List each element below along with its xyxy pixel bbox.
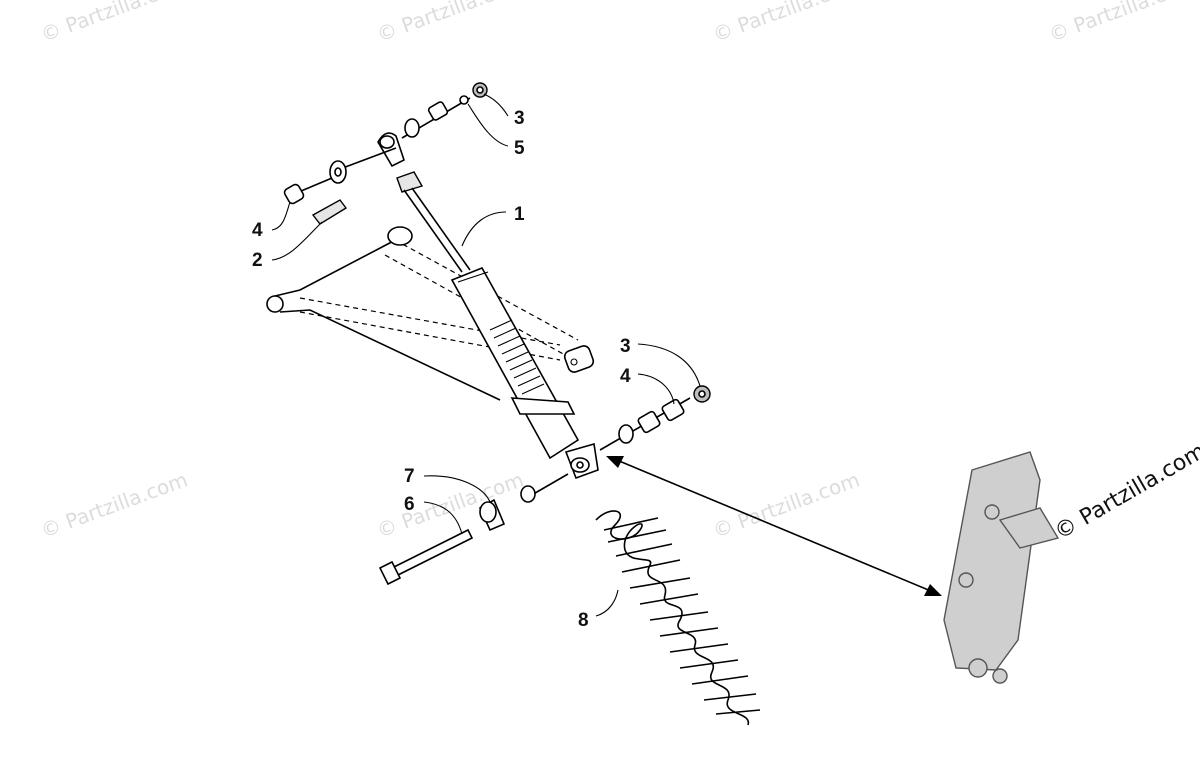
callout-labels: 1 2 3 3 4 4 5 6 7 8: [252, 108, 631, 631]
watermark-text: © Partzilla.com: [38, 467, 191, 542]
callout-1: 1: [514, 204, 525, 225]
callout-4-upper: 4: [252, 220, 263, 241]
shock-threads: [489, 319, 545, 395]
callout-6: 6: [404, 494, 415, 515]
watermark-text: © Partzilla.com: [1046, 0, 1199, 47]
callout-3-upper: 3: [514, 108, 525, 129]
a-arm-outline: [266, 226, 595, 401]
watermark-text: © Partzilla.com: [38, 0, 191, 47]
callout-3-lower: 3: [620, 336, 631, 357]
lower-hardware: [378, 385, 711, 586]
watermark-text: © Partzilla.com: [374, 0, 527, 47]
watermark-corner-text: © Partzilla.com: [1051, 439, 1200, 546]
callout-8: 8: [578, 610, 589, 631]
watermark-text: © Partzilla.com: [710, 0, 863, 47]
callout-5: 5: [514, 138, 525, 159]
callout-2: 2: [252, 250, 263, 271]
reference-arrow: [606, 456, 942, 596]
callout-7: 7: [404, 466, 415, 487]
callout-leaders: [271, 93, 701, 617]
shock-absorber: [377, 132, 599, 480]
callout-4-lower: 4: [620, 366, 631, 387]
coil-spring: [595, 510, 761, 726]
mounting-frame: [943, 451, 1060, 684]
watermark-text: © Partzilla.com: [374, 467, 527, 542]
upper-hardware: [283, 82, 488, 225]
